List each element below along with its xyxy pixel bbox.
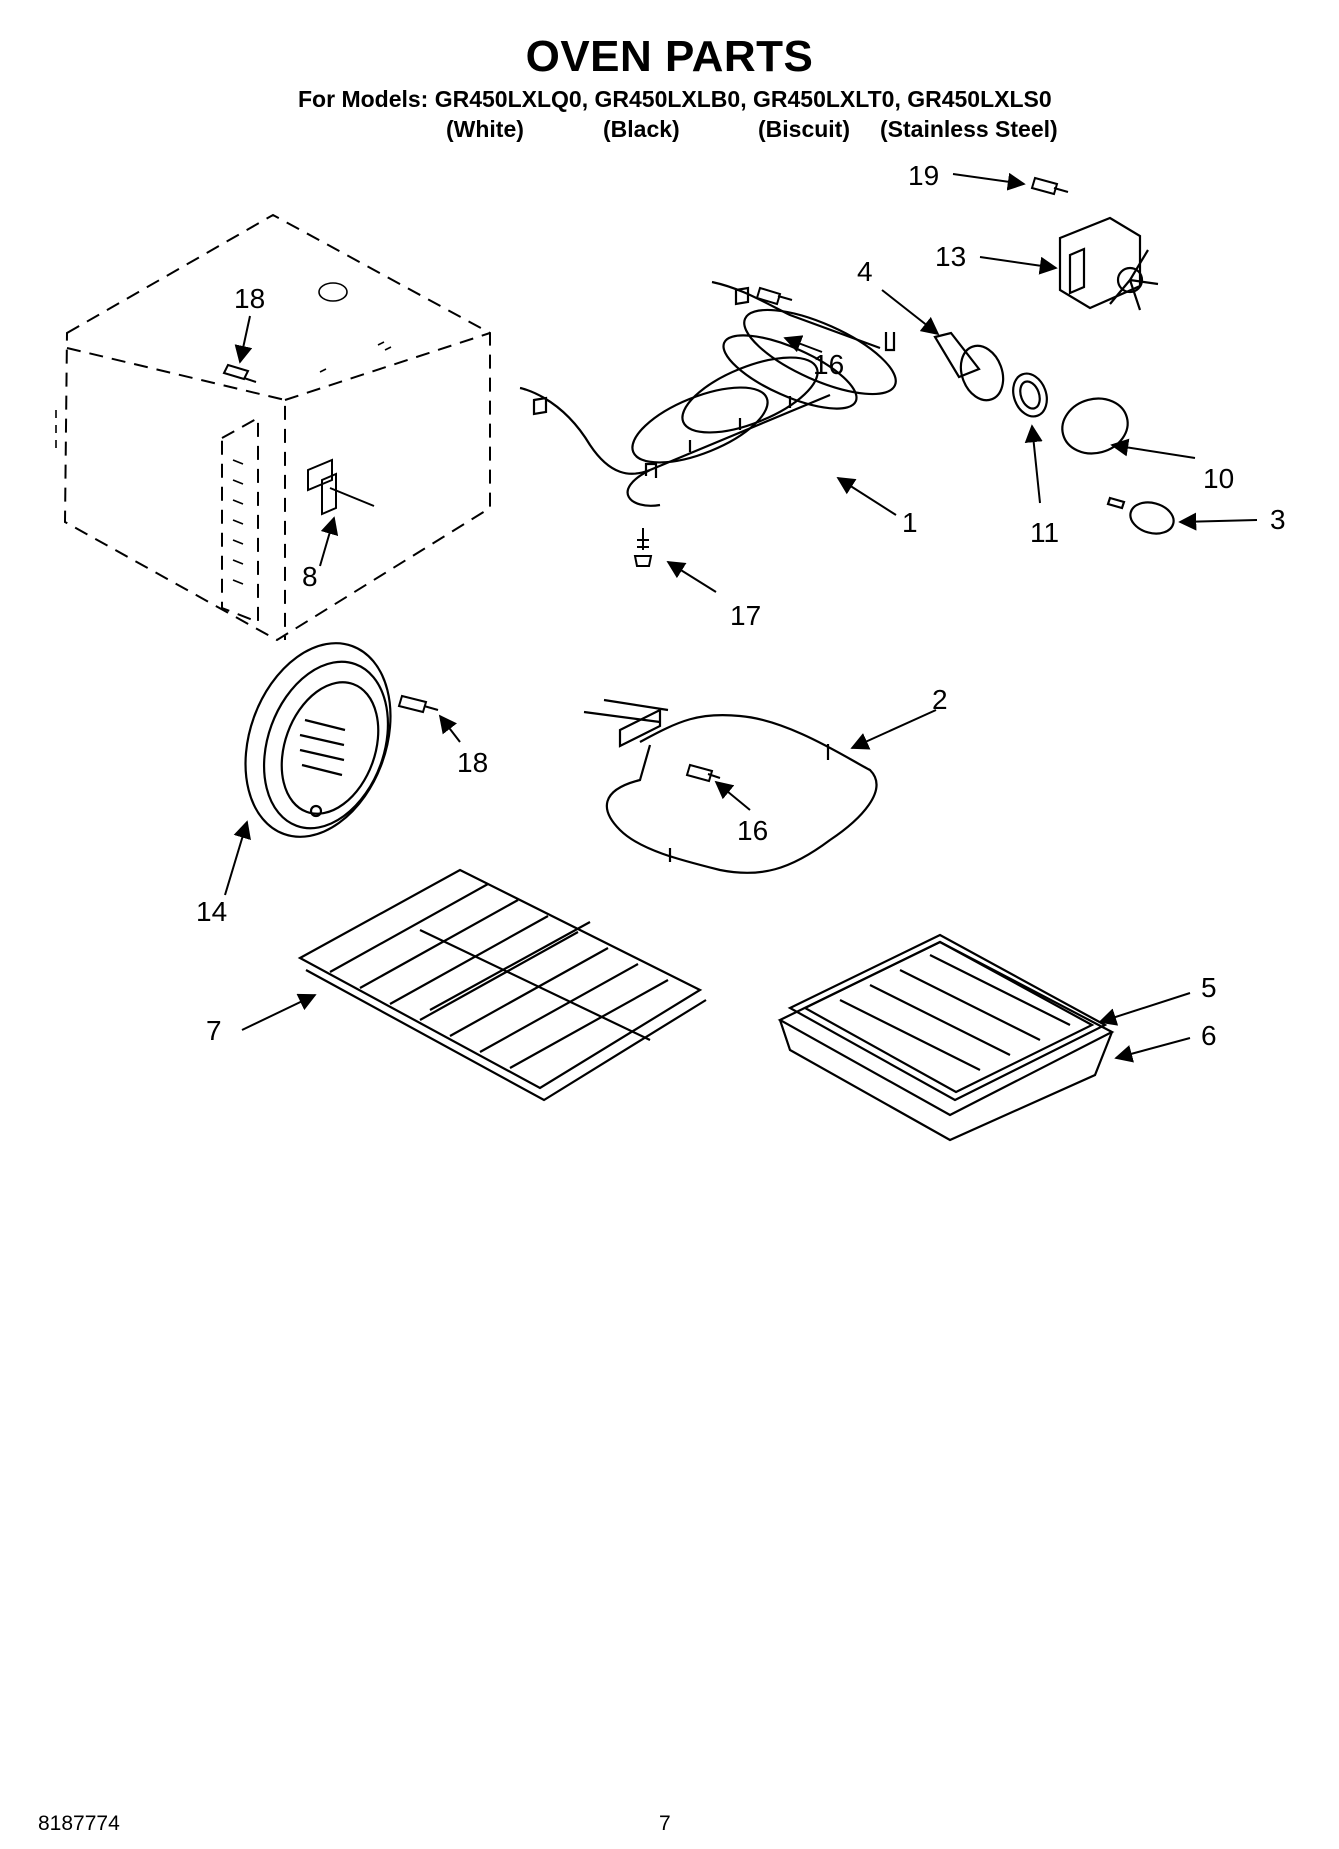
callout-2: 2	[932, 684, 948, 715]
variant-biscuit: (Biscuit)	[758, 116, 850, 142]
convection-fan-motor	[1058, 216, 1159, 311]
oven-cavity	[63, 213, 491, 642]
callout-19: 19	[908, 160, 939, 191]
models-line: For Models: GR450LXLQ0, GR450LXLB0, GR45…	[298, 86, 1052, 112]
callout-18-top: 18	[234, 283, 265, 314]
callout-1: 1	[902, 507, 918, 538]
oven-rack	[297, 868, 707, 1102]
callout-18-fan: 18	[457, 747, 488, 778]
bake-element	[519, 356, 831, 507]
callout-13: 13	[935, 241, 966, 272]
callout-6: 6	[1201, 1020, 1217, 1051]
light-bulb	[1106, 496, 1175, 535]
page-title: OVEN PARTS	[525, 32, 814, 81]
screw-16-top	[755, 286, 793, 306]
callout-17: 17	[730, 600, 761, 631]
screw-16-lower	[685, 763, 721, 783]
lower-bake-element	[583, 698, 878, 875]
callout-3: 3	[1270, 504, 1286, 535]
broiler-pan	[777, 940, 1115, 1142]
screw-18-top	[222, 363, 257, 383]
variant-white: (White)	[446, 116, 524, 142]
oven-sensor	[307, 458, 375, 516]
oven-cavity-details	[55, 282, 392, 585]
callout-8: 8	[302, 561, 318, 592]
screw-19	[1030, 176, 1069, 196]
callout-10: 10	[1203, 463, 1234, 494]
fan-cover	[244, 642, 392, 838]
document-number: 8187774	[38, 1812, 120, 1835]
screw-17	[633, 528, 653, 567]
page-number: 7	[659, 1812, 671, 1835]
callout-11: 11	[1030, 517, 1059, 548]
callout-16-lower: 16	[737, 815, 768, 846]
leader-lines	[224, 172, 1258, 1063]
callout-16-top: 16	[813, 349, 844, 380]
variant-stainless-steel: (Stainless Steel)	[880, 116, 1058, 142]
lamp-socket	[933, 331, 1005, 402]
callout-7: 7	[206, 1015, 222, 1046]
variant-black: (Black)	[603, 116, 680, 142]
screw-18-fan	[397, 694, 439, 714]
lamp-lens	[1061, 397, 1129, 455]
callout-14: 14	[196, 896, 227, 927]
lamp-gasket	[1012, 372, 1048, 418]
broil-element	[711, 280, 897, 410]
broiler-grid	[787, 933, 1108, 1102]
callout-labels: 19 13 4 18 16 10 3 1 11 8 17 2 18 16 14 …	[196, 160, 1286, 1051]
callout-5: 5	[1201, 972, 1217, 1003]
callout-4: 4	[857, 256, 873, 287]
